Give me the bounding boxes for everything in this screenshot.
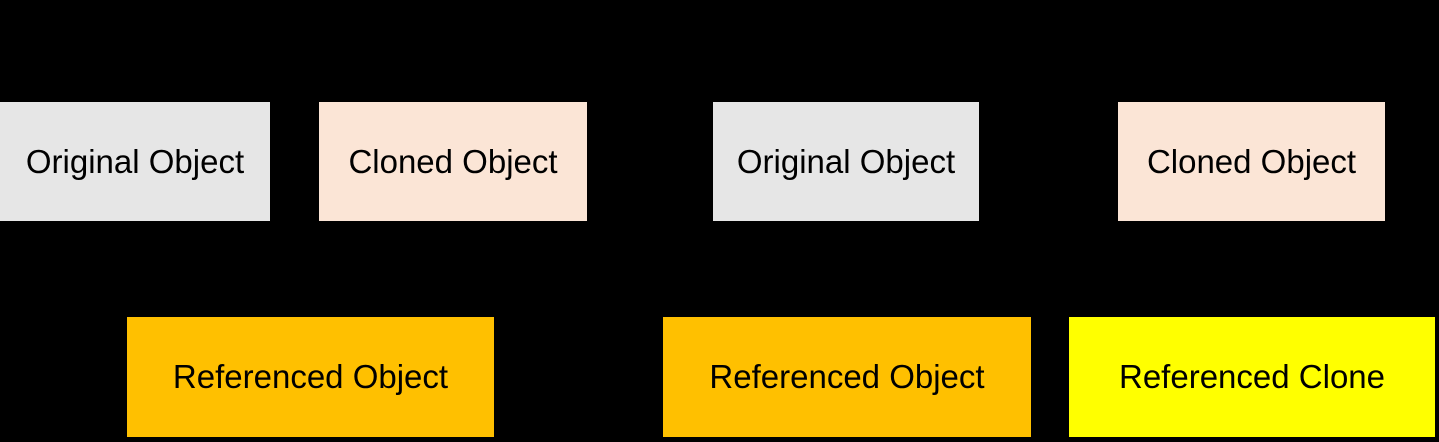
cloned-object-box-right: Cloned Object [1118, 102, 1385, 221]
original-object-label: Original Object [736, 142, 956, 180]
referenced-object-label: Referenced Object [172, 358, 449, 396]
original-object-label: Original Object [25, 142, 245, 180]
referenced-object-label: Referenced Object [709, 358, 985, 396]
referenced-object-box-right: Referenced Object [663, 317, 1031, 437]
original-object-box-right: Original Object [713, 102, 979, 221]
cloned-object-box-left: Cloned Object [319, 102, 587, 221]
cloned-object-label: Cloned Object [1146, 142, 1357, 180]
referenced-object-box-left: Referenced Object [127, 317, 494, 437]
referenced-clone-label: Referenced Clone [1119, 358, 1385, 396]
original-object-box-left: Original Object [0, 102, 270, 221]
cloned-object-label: Cloned Object [348, 142, 558, 180]
referenced-clone-box: Referenced Clone [1069, 317, 1435, 437]
